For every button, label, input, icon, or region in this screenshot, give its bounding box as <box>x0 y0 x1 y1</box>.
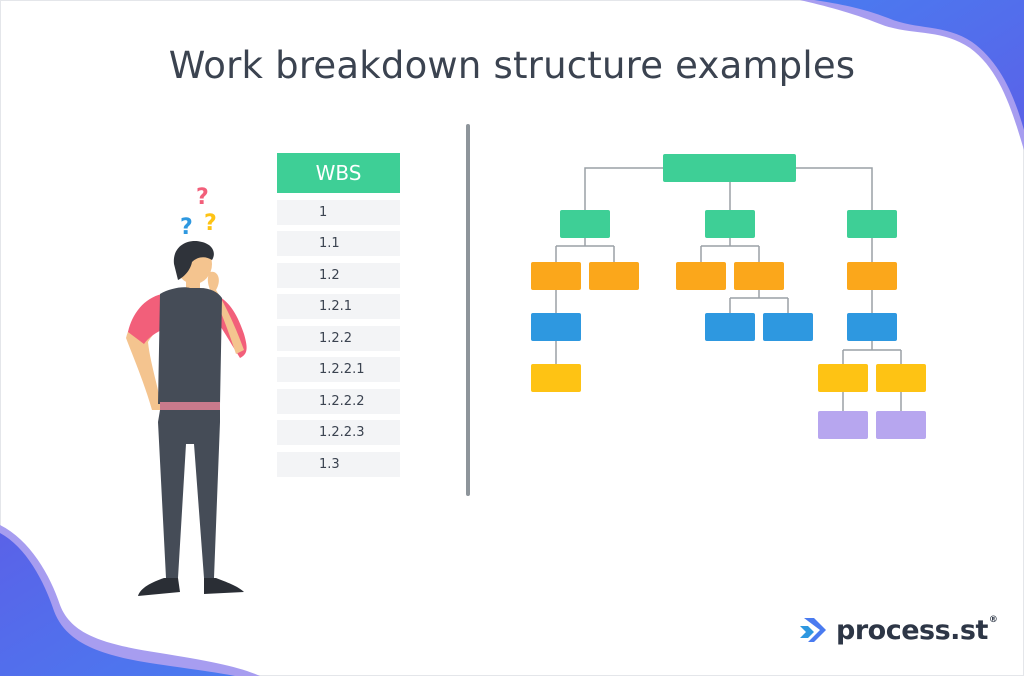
tree-node <box>847 262 897 290</box>
wbs-row: 1.1 <box>277 231 400 256</box>
wbs-row: 1.2.2 <box>277 325 400 351</box>
wbs-table-header: WBS <box>277 153 400 193</box>
question-mark-blue: ? <box>180 215 193 240</box>
wbs-row: 1.2.2.1 <box>277 357 400 382</box>
tree-node <box>847 313 897 341</box>
page-title: Work breakdown structure examples <box>168 44 856 87</box>
tree-node <box>734 262 784 290</box>
tree-node <box>676 262 726 290</box>
question-mark-yellow: ? <box>204 211 217 236</box>
wbs-row: 1.2.1 <box>277 294 400 319</box>
wbs-row: 1.3 <box>277 451 400 477</box>
tree-node <box>876 364 926 392</box>
tree-node <box>705 210 755 238</box>
tree-node <box>589 262 639 290</box>
tree-connectors <box>555 167 902 411</box>
tree-node <box>763 313 813 341</box>
top-right-wave-decoration <box>800 0 1024 150</box>
wbs-row: 1.2.2.3 <box>277 420 400 445</box>
tree-node-root <box>663 154 796 182</box>
process-st-logo-icon <box>800 618 826 642</box>
tree-node <box>818 364 868 392</box>
tree-node <box>560 210 610 238</box>
tree-node <box>847 210 897 238</box>
process-st-logo-text: process.st® <box>836 614 998 646</box>
wbs-table: WBS 1 1.1 1.2 1.2.1 1.2.2 1.2.2.1 1.2.2.… <box>277 153 400 477</box>
wbs-row: 1.2.2.2 <box>277 388 400 414</box>
process-st-logo: process.st® <box>798 614 998 646</box>
tree-node <box>531 364 581 392</box>
bottom-left-wave-decoration <box>0 525 260 676</box>
thinking-person-illustration: ? ? ? <box>126 185 247 596</box>
tree-node <box>705 313 755 341</box>
question-mark-pink: ? <box>196 185 209 210</box>
tree-node <box>876 411 926 439</box>
tree-node <box>818 411 868 439</box>
tree-node <box>531 262 581 290</box>
tree-node <box>531 313 581 341</box>
wbs-row: 1 <box>277 199 400 225</box>
wbs-row: 1.2 <box>277 262 400 288</box>
section-divider <box>466 124 470 496</box>
